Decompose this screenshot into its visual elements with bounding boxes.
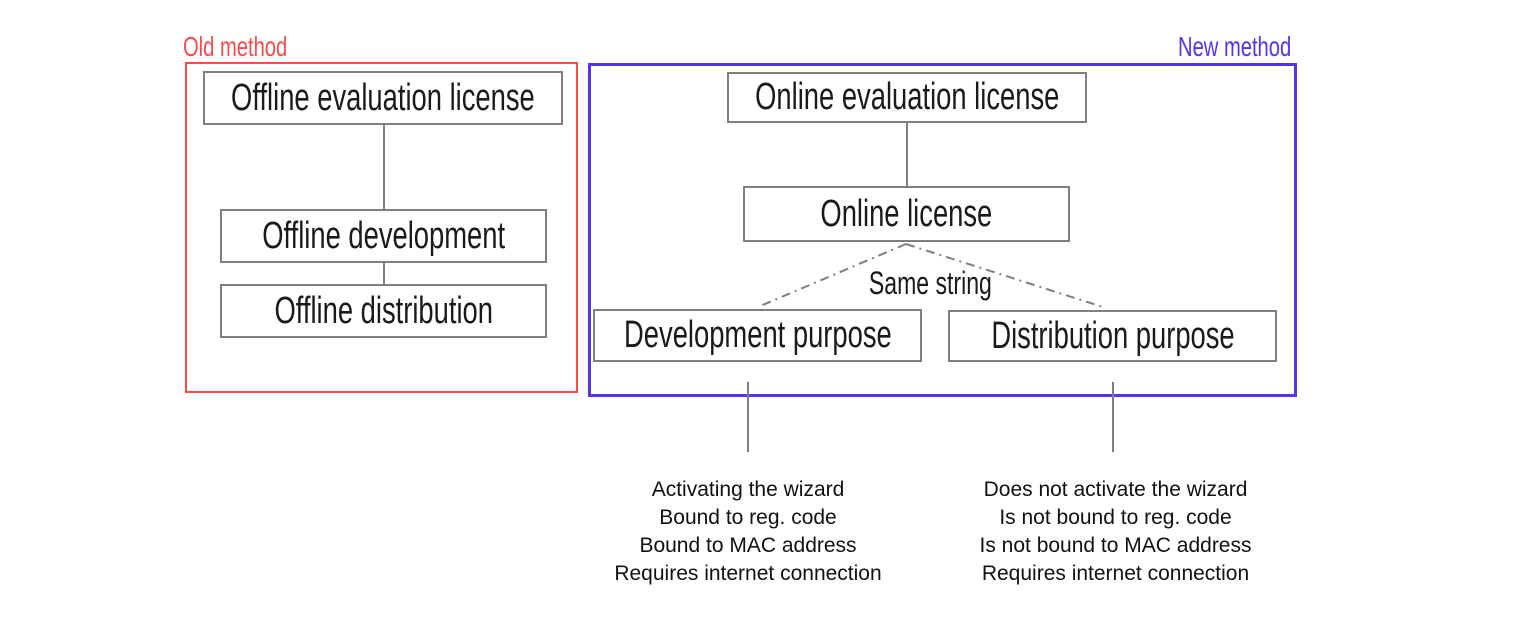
old-method-label-text: Old method: [183, 31, 288, 62]
dashdot-license-to-development: [757, 243, 907, 308]
node-offline-evaluation-license: Offline evaluation license: [203, 71, 563, 125]
same-string-text: Same string: [868, 264, 992, 301]
node-offline-development: Offline development: [220, 209, 547, 263]
node-label: Online evaluation license: [754, 76, 1060, 118]
distribution-notes-list: Does not activate the wizard Is not boun…: [943, 476, 1288, 588]
note-line: Bound to reg. code: [659, 506, 837, 529]
same-string-annotation: Same string: [830, 264, 1030, 301]
node-label: Offline evaluation license: [231, 76, 535, 119]
note-line: Is not bound to MAC address: [979, 534, 1252, 557]
node-online-evaluation-license: Online evaluation license: [727, 72, 1087, 123]
note-line: Bound to MAC address: [639, 534, 857, 557]
node-offline-distribution: Offline distribution: [220, 284, 547, 338]
node-development-purpose: Development purpose: [593, 309, 922, 362]
new-method-label: New method: [1134, 31, 1291, 62]
new-method-label-text: New method: [1177, 31, 1291, 62]
node-label: Development purpose: [623, 314, 892, 356]
note-line: Activating the wizard: [651, 478, 845, 501]
node-distribution-purpose: Distribution purpose: [948, 310, 1277, 362]
development-notes-list: Activating the wizard Bound to reg. code…: [588, 476, 908, 588]
node-label: Offline development: [262, 214, 505, 257]
note-line: Requires internet connection: [614, 562, 882, 585]
dashdot-license-to-distribution: [905, 243, 1104, 308]
note-line: Requires internet connection: [981, 562, 1250, 585]
note-line: Is not bound to reg. code: [999, 506, 1232, 529]
node-online-license: Online license: [743, 186, 1070, 242]
note-line: Does not activate the wizard: [983, 478, 1248, 501]
node-label: Distribution purpose: [990, 314, 1235, 357]
node-label: Online license: [820, 192, 993, 235]
node-label: Offline distribution: [274, 289, 493, 332]
old-method-label: Old method: [183, 31, 328, 62]
